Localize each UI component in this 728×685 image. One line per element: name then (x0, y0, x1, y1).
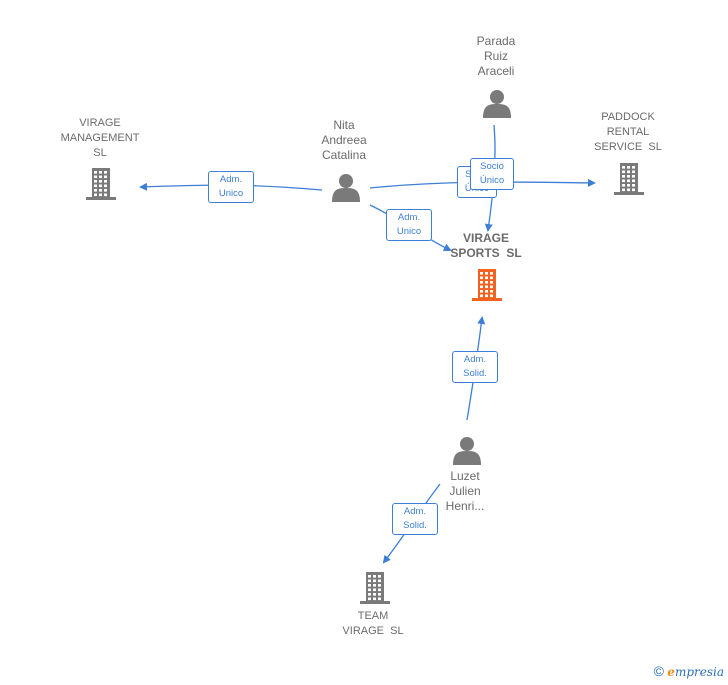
edge-label-nita-virage-sports[interactable]: Adm.Unico (386, 209, 432, 241)
building-icon[interactable] (614, 163, 644, 195)
building-icon[interactable] (472, 269, 502, 301)
building-icon[interactable] (86, 168, 116, 200)
edge-label-luzet-virage-sports[interactable]: Adm.Solid. (452, 351, 498, 383)
person-icon[interactable] (332, 174, 360, 202)
brand-name: mpresia (674, 665, 724, 679)
empresia-watermark: © empresia (654, 663, 724, 679)
copyright-icon: © (653, 663, 664, 679)
person-icon[interactable] (453, 437, 481, 465)
edge-label-nita-virage-management[interactable]: Adm.Unico (208, 171, 254, 203)
brand-e: e (667, 665, 675, 679)
person-icon[interactable] (483, 90, 511, 118)
edge-label-luzet-team-virage[interactable]: Adm.Solid. (392, 503, 438, 535)
building-icon[interactable] (360, 572, 390, 604)
